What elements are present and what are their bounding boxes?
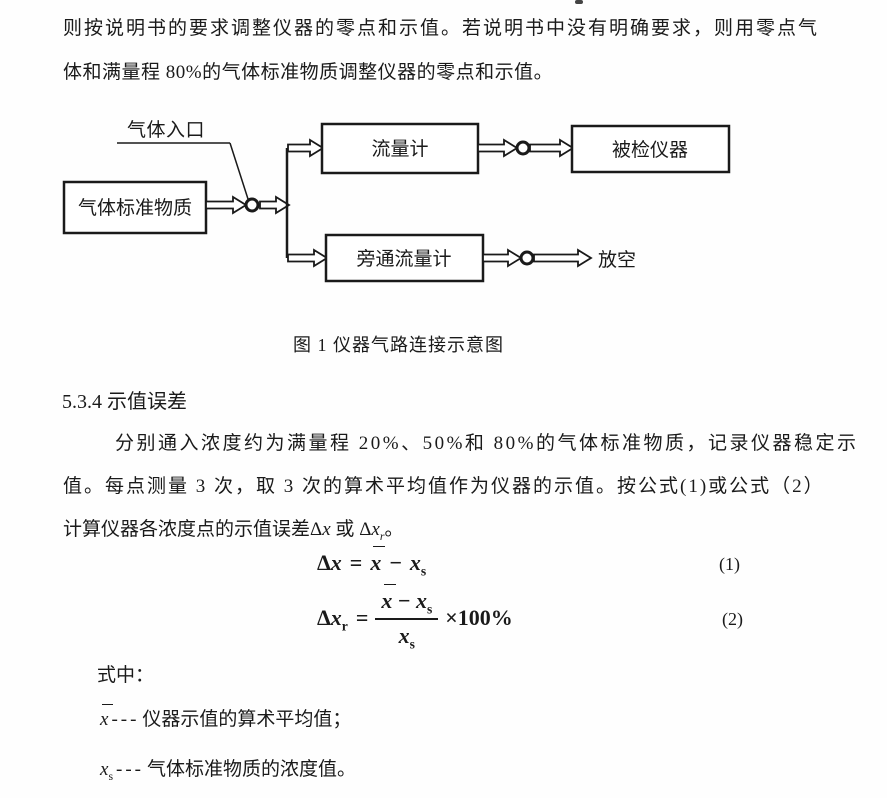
definition-mean-text: 仪器示值的算术平均值； <box>142 709 352 730</box>
x-standard-symbol: xs <box>415 588 433 617</box>
vent-label: 放空 <box>598 249 636 271</box>
figure-1: 气体入口 气体标准物质 流量计 被检仪器 旁通流量计 放空 <box>0 105 887 310</box>
inlet-leader-line <box>229 142 249 200</box>
delta-x-symbol: Δx <box>310 519 331 540</box>
definition-standard-text: 气体标准物质的浓度值。 <box>147 759 357 780</box>
x-mean-symbol: x <box>381 584 397 613</box>
flow-arrow-icon <box>287 248 329 268</box>
body-line3-or: 或 <box>335 519 355 540</box>
scan-artifact-speck <box>575 0 583 4</box>
x-mean-symbol: x <box>100 703 114 730</box>
flow-arrow-icon <box>529 138 575 158</box>
flow-arrow-icon <box>482 248 523 268</box>
definition-dash: --- <box>116 759 145 780</box>
delta-x-symbol: Δx <box>317 550 342 575</box>
minus-sign: − <box>397 588 411 613</box>
x-mean-symbol: x <box>370 546 386 575</box>
flow-arrow-icon <box>287 138 325 158</box>
tested-instrument-box-label: 被检仪器 <box>612 139 688 161</box>
gas-circuit-diagram: 气体入口 气体标准物质 流量计 被检仪器 旁通流量计 放空 <box>62 119 731 283</box>
formula-1: Δx = x − xs <box>317 546 427 579</box>
source-box-label: 气体标准物质 <box>78 197 192 219</box>
figure-caption: 图 1 仪器气路连接示意图 <box>293 335 504 355</box>
x-standard-symbol: xs <box>409 550 427 579</box>
flow-arrow-icon <box>205 195 248 215</box>
tested-instrument-box <box>570 124 731 174</box>
section-body-line3: 计算仪器各浓度点的示值误差Δx 或 Δxr。 <box>63 517 403 542</box>
valve-icon <box>515 140 531 156</box>
fraction-numerator: x − xs <box>375 584 439 620</box>
flow-arrow-icon <box>477 138 519 158</box>
definition-mean: x---仪器示值的算术平均值； <box>100 703 352 732</box>
x-standard-symbol: xs <box>100 759 114 783</box>
valve-icon <box>519 250 535 266</box>
minus-sign: − <box>389 550 402 575</box>
body-line3-text: 计算仪器各浓度点的示值误差 <box>63 519 311 540</box>
section-heading: 5.3.4 示值误差 <box>62 391 187 413</box>
formula-2: Δxr = x − xs xs ×100% <box>317 584 513 652</box>
bypass-flowmeter-box <box>324 233 485 283</box>
delta-xr-symbol: Δxr <box>317 604 348 633</box>
bypass-flowmeter-box-label: 旁通流量计 <box>356 248 451 270</box>
flowmeter-box-label: 流量计 <box>371 138 428 160</box>
equals-sign: = <box>349 550 363 575</box>
times-100-percent: ×100% <box>445 604 513 630</box>
fraction-denominator: xs <box>398 623 415 652</box>
section-body-line1: 分别通入浓度约为满量程 20%、50%和 80%的气体标准物质，记录仪器稳定示 <box>115 433 859 454</box>
equals-sign: = <box>355 604 369 630</box>
formula-2-number: (2) <box>722 609 743 629</box>
flow-arrow-icon <box>259 195 291 215</box>
intro-line-1: 则按说明书的要求调整仪器的零点和示值。若说明书中没有明确要求，则用零点气 <box>63 18 820 39</box>
section-body-line2: 值。每点测量 3 次，取 3 次的算术平均值作为仪器的示值。按公式(1)或公式（… <box>63 476 825 497</box>
definition-standard: xs---气体标准物质的浓度值。 <box>100 757 356 782</box>
formula-1-number: (1) <box>719 554 740 574</box>
valve-icon <box>244 197 260 213</box>
inlet-label: 气体入口 <box>127 119 205 141</box>
definition-dash: --- <box>111 709 140 730</box>
intro-line-2: 体和满量程 80%的气体标准物质调整仪器的零点和示值。 <box>63 62 554 83</box>
body-line3-period: 。 <box>384 519 404 540</box>
flow-arrow-icon <box>533 248 593 268</box>
delta-xr-symbol: Δxr <box>359 519 385 543</box>
fraction: x − xs xs <box>375 584 439 652</box>
where-label: 式中： <box>97 665 155 686</box>
